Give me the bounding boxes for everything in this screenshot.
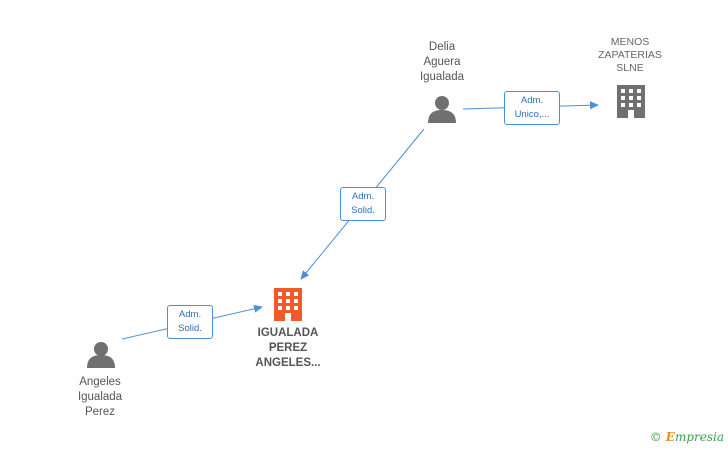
edge-label-angeles-igualada: Adm. Solid. bbox=[167, 305, 213, 339]
company-label-menos[interactable]: MENOS ZAPATERIAS SLNE bbox=[598, 36, 662, 74]
focus-building-icon[interactable] bbox=[274, 288, 302, 321]
copyright-symbol: © bbox=[649, 430, 662, 444]
brand-name: mpresia bbox=[674, 430, 724, 444]
edge-label-delia-igualada: Adm. Solid. bbox=[340, 187, 386, 221]
building-icon[interactable] bbox=[617, 85, 645, 118]
person-icon[interactable] bbox=[428, 96, 456, 123]
edge-label-delia-menos: Adm. Unico,... bbox=[504, 91, 560, 125]
person-icon[interactable] bbox=[87, 342, 115, 368]
person-label-angeles[interactable]: Angeles Igualada Perez bbox=[77, 376, 123, 418]
brand-initial: E bbox=[665, 430, 675, 444]
person-label-delia[interactable]: Delia Aguera Igualada bbox=[419, 41, 465, 83]
empresia-logo: ©Empresia bbox=[650, 430, 724, 444]
company-label-igualada[interactable]: IGUALADA PEREZ ANGELES... bbox=[255, 327, 321, 369]
